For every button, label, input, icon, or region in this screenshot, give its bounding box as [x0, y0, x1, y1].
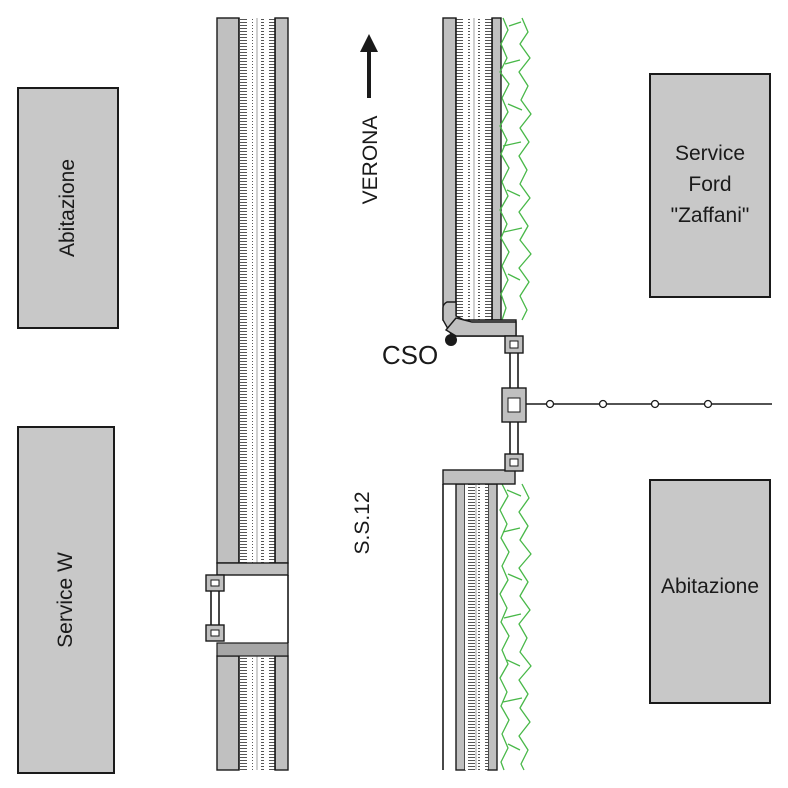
building-service-w: Service W — [17, 426, 115, 774]
fence-wire-line — [526, 399, 772, 409]
fence-post-icon — [598, 399, 608, 409]
fence-post-icon — [703, 399, 713, 409]
building-label-service-ford-line2: Ford — [688, 173, 731, 196]
cso-label: CSO — [382, 340, 438, 370]
left-driveway-opening — [205, 562, 289, 657]
building-label-abitazione-right: Abitazione — [661, 575, 759, 598]
road-name-label: S.S.12 — [351, 491, 374, 554]
fence-post-icon — [650, 399, 660, 409]
right-sidewalk-strip — [442, 17, 502, 771]
building-service-ford-zaffani: Service Ford "Zaffani" — [649, 73, 771, 298]
right-driveway-gate — [442, 301, 527, 485]
building-abitazione-top-left: Abitazione — [17, 87, 119, 329]
fence-post-icon — [545, 399, 555, 409]
building-label-abitazione-top-left: Abitazione — [56, 159, 79, 257]
direction-indicator: VERONA — [359, 34, 382, 204]
direction-label: VERONA — [359, 116, 382, 205]
building-label-service-w: Service W — [54, 552, 77, 648]
arrow-up-icon — [360, 34, 378, 52]
green-hedge-lower — [499, 483, 532, 771]
cso-marker: CSO — [382, 334, 457, 370]
building-abitazione-right: Abitazione — [649, 479, 771, 704]
building-label-service-ford-line3: "Zaffani" — [671, 204, 750, 227]
green-hedge-upper — [499, 17, 532, 321]
left-sidewalk-strip — [216, 17, 289, 771]
building-label-service-ford-line1: Service — [675, 142, 745, 165]
cso-point-icon — [445, 334, 457, 346]
